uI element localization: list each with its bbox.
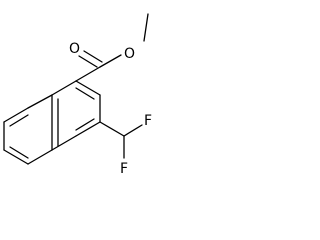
bond-c3-c4 bbox=[75, 121, 101, 137]
bond-c6-c5 bbox=[3, 149, 29, 165]
bond-carbonyl-double-a bbox=[78, 55, 98, 68]
bond-inner-2 bbox=[9, 146, 29, 159]
bond-carbonyl-double-b bbox=[83, 50, 103, 63]
bond-chf2-f-top bbox=[123, 124, 143, 137]
bond-c4a-c1 bbox=[51, 80, 77, 96]
bond-c8-c7 bbox=[3, 107, 29, 123]
atom-carbonyl-oxygen: O bbox=[69, 41, 80, 57]
bond-inner-3 bbox=[75, 87, 95, 100]
bond-c1-c2 bbox=[75, 80, 101, 96]
bond-ester-o-methyl bbox=[143, 13, 149, 42]
structure-diagram: O O F F bbox=[3, 13, 152, 177]
atom-fluorine-top: F bbox=[144, 113, 152, 129]
atom-ester-oxygen: O bbox=[124, 46, 135, 62]
bond-c5-c4b bbox=[27, 149, 53, 165]
bond-carbonyl-ester-o bbox=[99, 54, 122, 68]
bond-c3-chf2 bbox=[99, 121, 125, 137]
bond-c1-carbonyl bbox=[75, 66, 101, 82]
bond-inner-1 bbox=[9, 114, 29, 127]
bond-inner-4 bbox=[75, 118, 95, 131]
atom-fluorine-bottom: F bbox=[120, 161, 128, 177]
bond-c8-c4a bbox=[27, 94, 53, 109]
bond-c4-c4b bbox=[51, 135, 77, 151]
